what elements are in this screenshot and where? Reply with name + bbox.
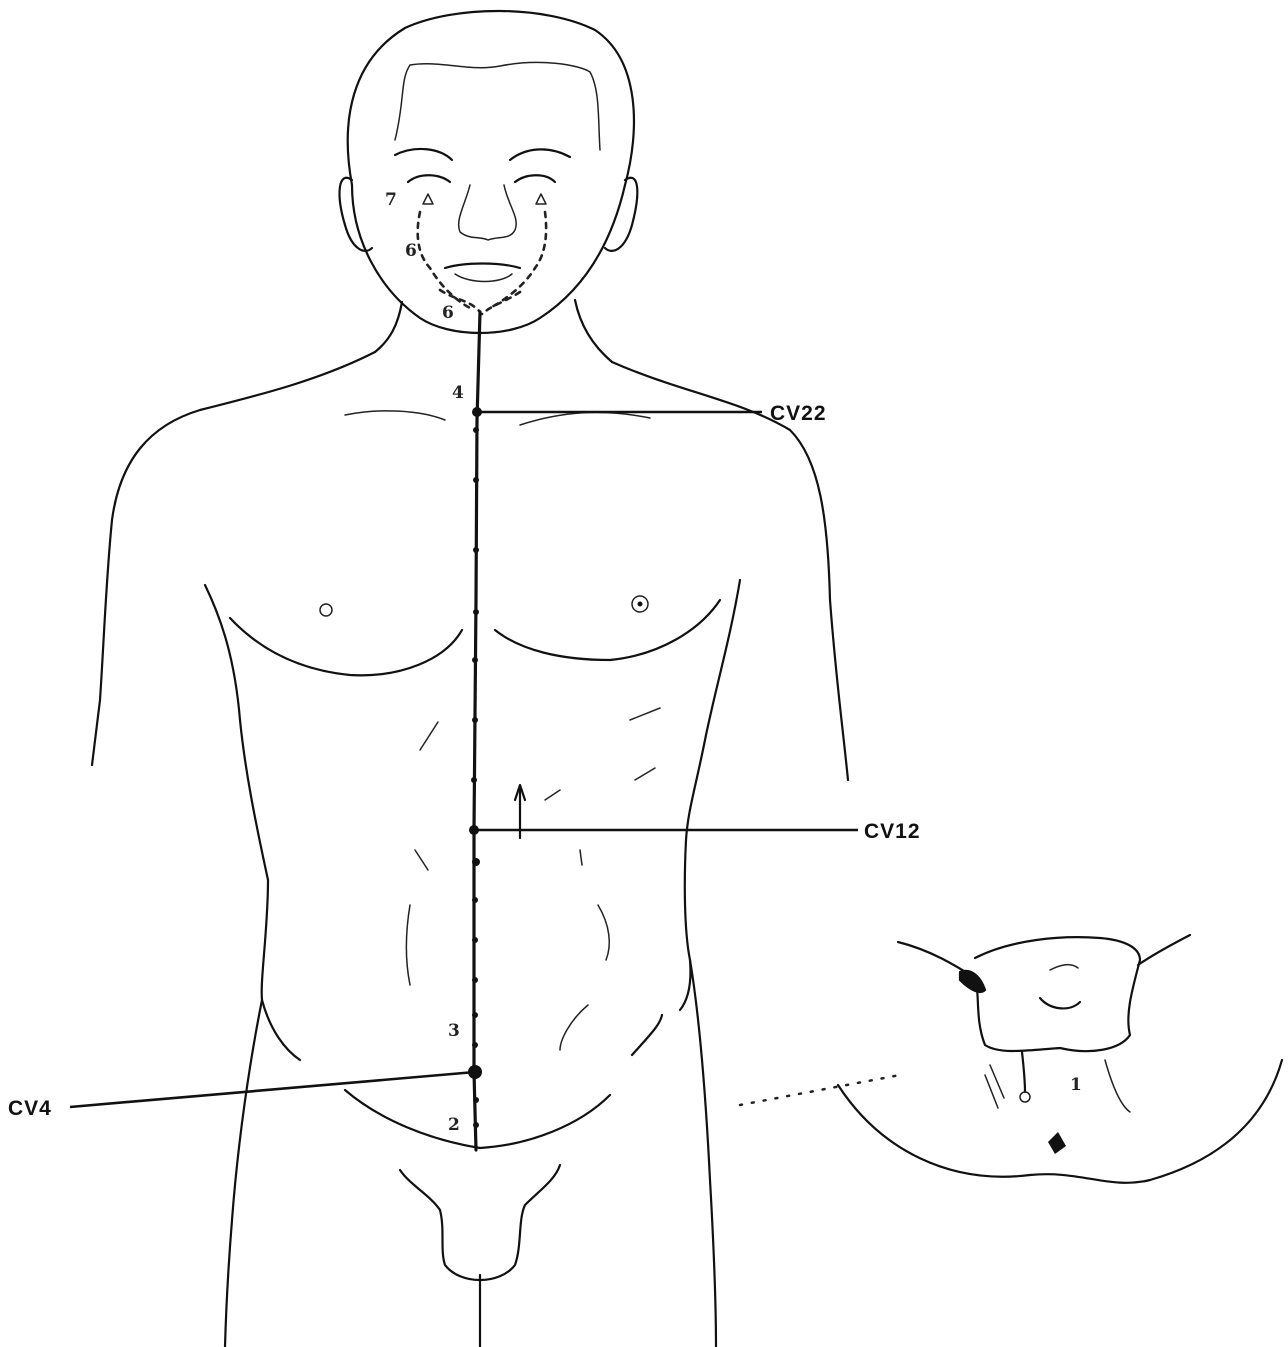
head-outline <box>340 11 638 333</box>
midline-meridian <box>468 312 525 1150</box>
marker-3: 3 <box>448 1021 460 1041</box>
cv12-label: CV12 <box>864 820 921 843</box>
cv4-label: CV4 <box>8 1097 52 1120</box>
marker-6-chin: 6 <box>442 303 454 323</box>
perineum-inset: 1 <box>740 935 1282 1183</box>
cv4-leader <box>70 1072 475 1107</box>
marker-7: 7 <box>385 190 397 210</box>
marker-4: 4 <box>452 383 464 403</box>
marker-1: 1 <box>1070 1075 1082 1095</box>
cv22-label: CV22 <box>770 402 827 425</box>
marker-2: 2 <box>448 1115 460 1135</box>
marker-6-cheek: 6 <box>405 241 417 261</box>
torso-outline <box>92 300 848 1347</box>
